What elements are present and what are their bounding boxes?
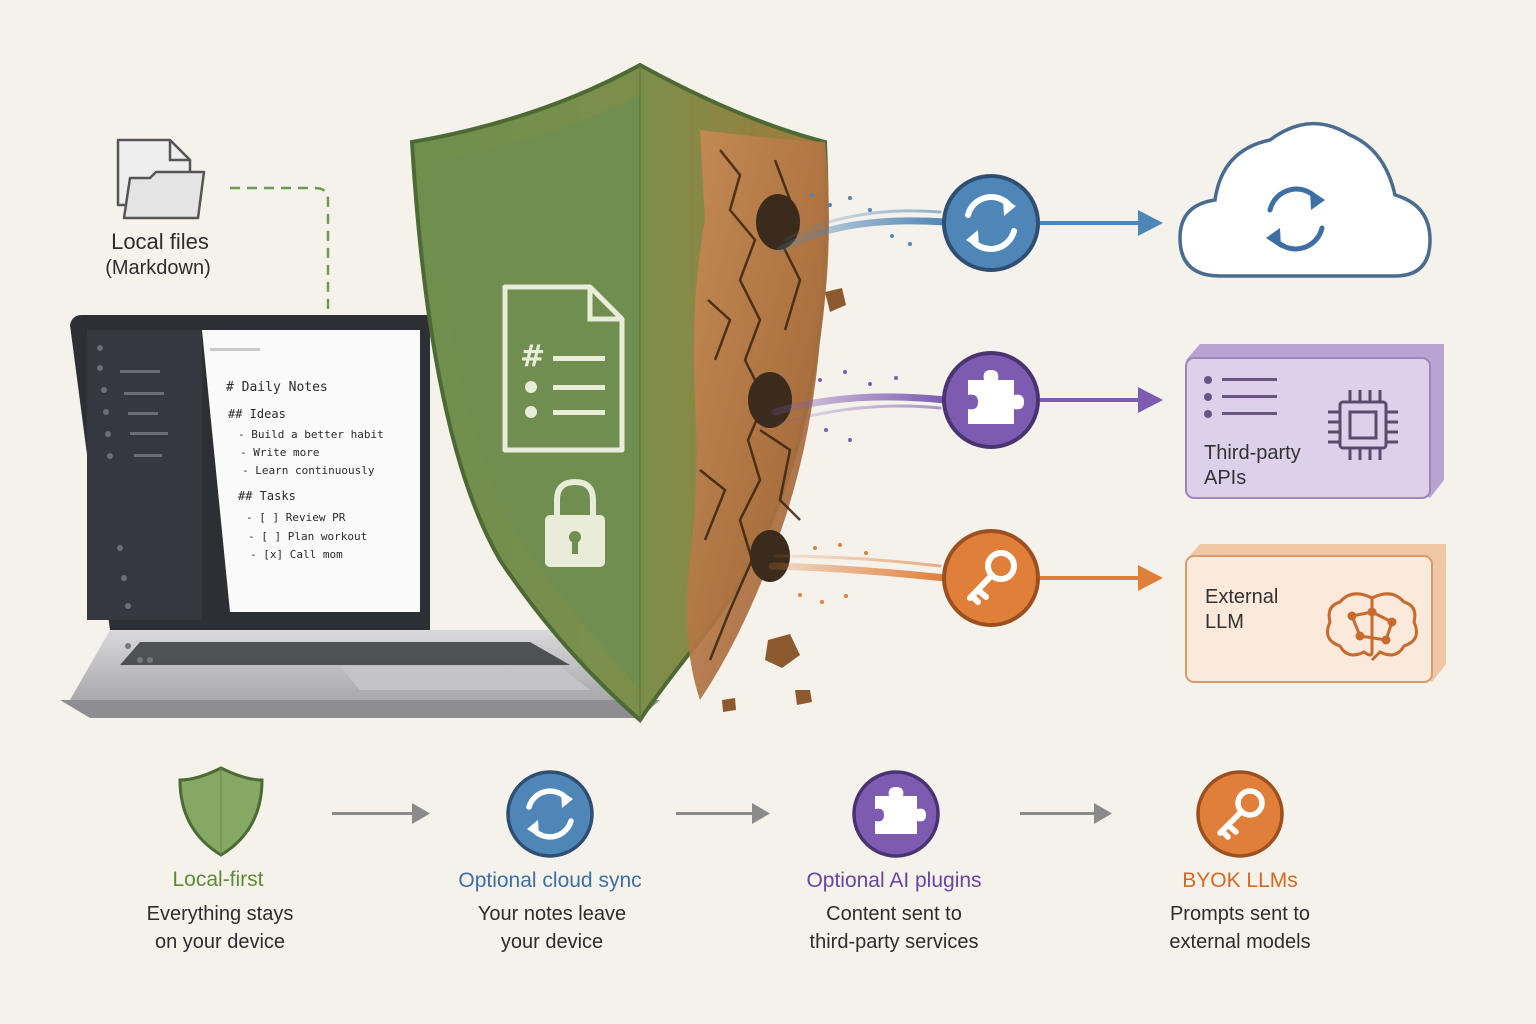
llm-label-line2: LLM	[1205, 611, 1244, 633]
key-flow-node	[942, 529, 1040, 627]
laptop	[60, 315, 660, 718]
step-cloud-sync-title: Optional cloud sync	[458, 869, 642, 892]
step-puzzle-icon	[852, 770, 940, 858]
lock-icon	[545, 478, 605, 567]
step-local-first-desc-2: on your device	[154, 931, 286, 953]
llm-destination	[1185, 544, 1446, 683]
local-files-icon	[116, 138, 206, 220]
step-ai-plugins-title: Optional AI plugins	[806, 869, 982, 892]
key-icon	[967, 550, 1017, 605]
api-label-line1: Third-party	[1204, 442, 1301, 464]
editor-content: # Daily Notes ## Ideas - Build a better …	[226, 380, 384, 561]
editor-task-2: - [ ] Plan workout	[248, 530, 367, 543]
step-byok-desc-1: Prompts sent to	[1169, 903, 1311, 925]
step-sync-icon	[506, 770, 594, 858]
step-local-first-title: Local-first	[172, 868, 264, 891]
api-destination	[1185, 344, 1444, 499]
editor-ideas-heading: ## Ideas	[228, 407, 286, 421]
document-icon: #	[502, 284, 625, 453]
chip-icon	[1328, 390, 1398, 460]
shield-graphic	[409, 62, 846, 724]
local-files-connector	[230, 186, 330, 318]
document-hash-symbol: #	[520, 339, 545, 374]
flow-arrows	[1040, 210, 1163, 591]
local-files-title: Local files	[111, 229, 209, 254]
step-byok-desc-2: external models	[1169, 931, 1311, 953]
editor-task-1: - [ ] Review PR	[246, 511, 346, 524]
step-local-first-desc-1: Everything stays	[146, 903, 294, 925]
editor-tasks-heading: ## Tasks	[238, 489, 296, 503]
step-ai-plugins-desc-2: third-party services	[809, 931, 979, 953]
brain-icon	[1326, 592, 1418, 662]
editor-idea-3: - Learn continuously	[242, 464, 375, 477]
step-key-icon	[1196, 770, 1284, 858]
llm-label-line1: External	[1205, 586, 1279, 608]
sync-flow-node	[942, 174, 1040, 272]
puzzle-icon	[968, 370, 1024, 424]
step-ai-plugins-desc-1: Content sent to	[826, 903, 962, 925]
local-files-subtitle: (Markdown)	[105, 257, 211, 279]
step-cloud-sync-desc-1: Your notes leave	[477, 903, 627, 925]
step-arrows	[332, 803, 1112, 824]
editor-idea-2: - Write more	[240, 446, 319, 459]
editor-heading: # Daily Notes	[226, 380, 328, 395]
api-label-line2: APIs	[1204, 467, 1247, 489]
flow-particles	[798, 193, 912, 604]
editor-sidebar	[97, 345, 260, 609]
step-shield-icon	[178, 766, 264, 857]
step-cloud-sync-desc-2: your device	[500, 931, 604, 953]
editor-task-3: - [x] Call mom	[250, 548, 343, 561]
cloud-destination	[1178, 122, 1432, 278]
step-byok-title: BYOK LLMs	[1182, 869, 1298, 892]
editor-idea-1: - Build a better habit	[238, 428, 384, 441]
flow-trails	[768, 209, 949, 582]
puzzle-flow-node	[942, 351, 1040, 449]
